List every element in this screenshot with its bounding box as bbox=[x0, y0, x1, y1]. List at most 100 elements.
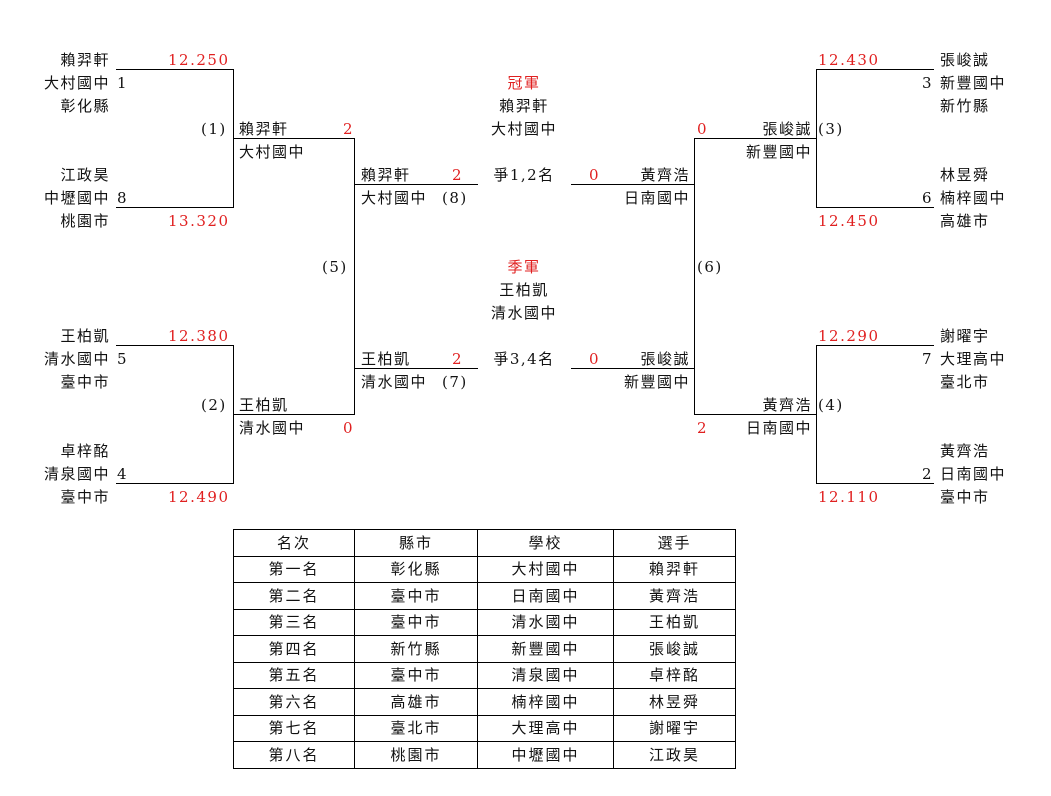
right-p6-score: 12.450 bbox=[818, 212, 880, 230]
left-m1-score: 2 bbox=[343, 120, 355, 138]
right-p3-seed: 3 bbox=[922, 74, 934, 92]
rank-cell: 第六名 bbox=[233, 688, 355, 716]
left-p4-score: 12.490 bbox=[168, 488, 230, 506]
ranking-header-rank: 名次 bbox=[233, 529, 355, 557]
county-cell: 臺中市 bbox=[354, 582, 478, 610]
right-p2-name: 黃齊浩 bbox=[940, 442, 990, 460]
player-cell: 卓梓酩 bbox=[613, 661, 736, 689]
champion-label: 冠軍 bbox=[507, 74, 541, 92]
right-m4-school: 日南國中 bbox=[745, 419, 812, 437]
player-cell: 王柏凱 bbox=[613, 608, 736, 636]
bracket-line bbox=[816, 69, 817, 208]
bracket-line bbox=[233, 138, 355, 139]
right-s1-score: 0 bbox=[589, 166, 601, 184]
player-cell: 張峻誠 bbox=[613, 635, 736, 663]
ranking-header-school: 學校 bbox=[477, 529, 614, 557]
right-s1-school: 日南國中 bbox=[623, 189, 690, 207]
bracket-line bbox=[694, 138, 816, 139]
right-p7-school: 大理高中 bbox=[940, 350, 1007, 368]
right-p3-county: 新竹縣 bbox=[940, 97, 990, 115]
bracket-line bbox=[354, 138, 355, 415]
table-row: 第八名 桃園市 中壢國中 江政昊 bbox=[233, 741, 736, 769]
bracket-line bbox=[354, 184, 478, 185]
champion-school: 大村國中 bbox=[490, 120, 557, 138]
right-s2-school: 新豐國中 bbox=[623, 373, 690, 391]
rank-cell: 第一名 bbox=[233, 555, 355, 583]
school-cell: 清水國中 bbox=[477, 608, 614, 636]
right-p6-county: 高雄市 bbox=[940, 212, 990, 230]
bracket-line bbox=[116, 207, 234, 208]
left-p8-school: 中壢國中 bbox=[43, 189, 110, 207]
school-cell: 清泉國中 bbox=[477, 661, 614, 689]
right-p7-seed: 7 bbox=[922, 350, 934, 368]
final-label: 爭1,2名 bbox=[493, 166, 555, 184]
right-p6-name: 林昱舜 bbox=[940, 166, 990, 184]
left-m2-label: (2) bbox=[201, 396, 227, 414]
county-cell: 臺中市 bbox=[354, 661, 478, 689]
player-cell: 江政昊 bbox=[613, 741, 736, 769]
left-p1-county: 彰化縣 bbox=[60, 97, 110, 115]
right-m4-label: (4) bbox=[818, 396, 844, 414]
table-row: 第六名 高雄市 楠梓國中 林昱舜 bbox=[233, 688, 736, 716]
ranking-header-county: 縣市 bbox=[354, 529, 478, 557]
left-p4-seed: 4 bbox=[117, 465, 129, 483]
right-m4-score: 2 bbox=[697, 419, 709, 437]
bracket-line bbox=[233, 414, 355, 415]
ranking-header-row: 名次 縣市 學校 選手 bbox=[233, 529, 736, 557]
left-m5-label: (5) bbox=[322, 258, 348, 276]
player-cell: 林昱舜 bbox=[613, 688, 736, 716]
bracket-line bbox=[116, 345, 234, 346]
bracket-line bbox=[116, 69, 234, 70]
left-s2-name: 王柏凱 bbox=[361, 350, 411, 368]
right-m3-label: (3) bbox=[818, 120, 844, 138]
county-cell: 臺中市 bbox=[354, 608, 478, 636]
school-cell: 中壢國中 bbox=[477, 741, 614, 769]
school-cell: 新豐國中 bbox=[477, 635, 614, 663]
player-cell: 黃齊浩 bbox=[613, 582, 736, 610]
left-m1-school: 大村國中 bbox=[239, 143, 306, 161]
county-cell: 新竹縣 bbox=[354, 635, 478, 663]
player-cell: 賴羿軒 bbox=[613, 555, 736, 583]
right-p7-name: 謝曜宇 bbox=[940, 327, 990, 345]
school-cell: 日南國中 bbox=[477, 582, 614, 610]
left-p5-county: 臺中市 bbox=[60, 373, 110, 391]
left-p4-school: 清泉國中 bbox=[43, 465, 110, 483]
left-s1-score: 2 bbox=[452, 166, 464, 184]
left-s2-school: 清水國中 bbox=[361, 373, 428, 391]
left-p4-name: 卓梓酩 bbox=[60, 442, 110, 460]
left-s1-school: 大村國中 bbox=[361, 189, 428, 207]
left-p5-name: 王柏凱 bbox=[60, 327, 110, 345]
right-p6-seed: 6 bbox=[922, 189, 934, 207]
left-m2-score: 0 bbox=[343, 419, 355, 437]
right-p2-score: 12.110 bbox=[818, 488, 880, 506]
right-m3-school: 新豐國中 bbox=[745, 143, 812, 161]
left-m2-school: 清水國中 bbox=[239, 419, 306, 437]
right-p3-school: 新豐國中 bbox=[940, 74, 1007, 92]
table-row: 第五名 臺中市 清泉國中 卓梓酩 bbox=[233, 661, 736, 689]
bracket-line bbox=[694, 414, 816, 415]
right-p3-name: 張峻誠 bbox=[940, 51, 990, 69]
bracket-line bbox=[116, 483, 234, 484]
left-p5-seed: 5 bbox=[117, 350, 129, 368]
bracket-line bbox=[816, 69, 934, 70]
county-cell: 彰化縣 bbox=[354, 555, 478, 583]
bracket-line bbox=[816, 345, 817, 484]
school-cell: 大理高中 bbox=[477, 714, 614, 742]
left-p1-seed: 1 bbox=[117, 74, 129, 92]
bracket-line bbox=[571, 368, 695, 369]
left-m2-name: 王柏凱 bbox=[239, 396, 289, 414]
left-p1-school: 大村國中 bbox=[43, 74, 110, 92]
left-p8-county: 桃園市 bbox=[60, 212, 110, 230]
bronze-school: 清水國中 bbox=[490, 304, 557, 322]
right-s2-score: 0 bbox=[589, 350, 601, 368]
right-s1-name: 黃齊浩 bbox=[640, 166, 690, 184]
bracket-line bbox=[816, 483, 934, 484]
player-cell: 謝曜宇 bbox=[613, 714, 736, 742]
right-p2-seed: 2 bbox=[922, 465, 934, 483]
right-p3-score: 12.430 bbox=[818, 51, 880, 69]
left-s2-score: 2 bbox=[452, 350, 464, 368]
right-p6-school: 楠梓國中 bbox=[940, 189, 1007, 207]
right-p2-county: 臺中市 bbox=[940, 488, 990, 506]
table-row: 第一名 彰化縣 大村國中 賴羿軒 bbox=[233, 555, 736, 583]
bracket-line bbox=[816, 207, 934, 208]
